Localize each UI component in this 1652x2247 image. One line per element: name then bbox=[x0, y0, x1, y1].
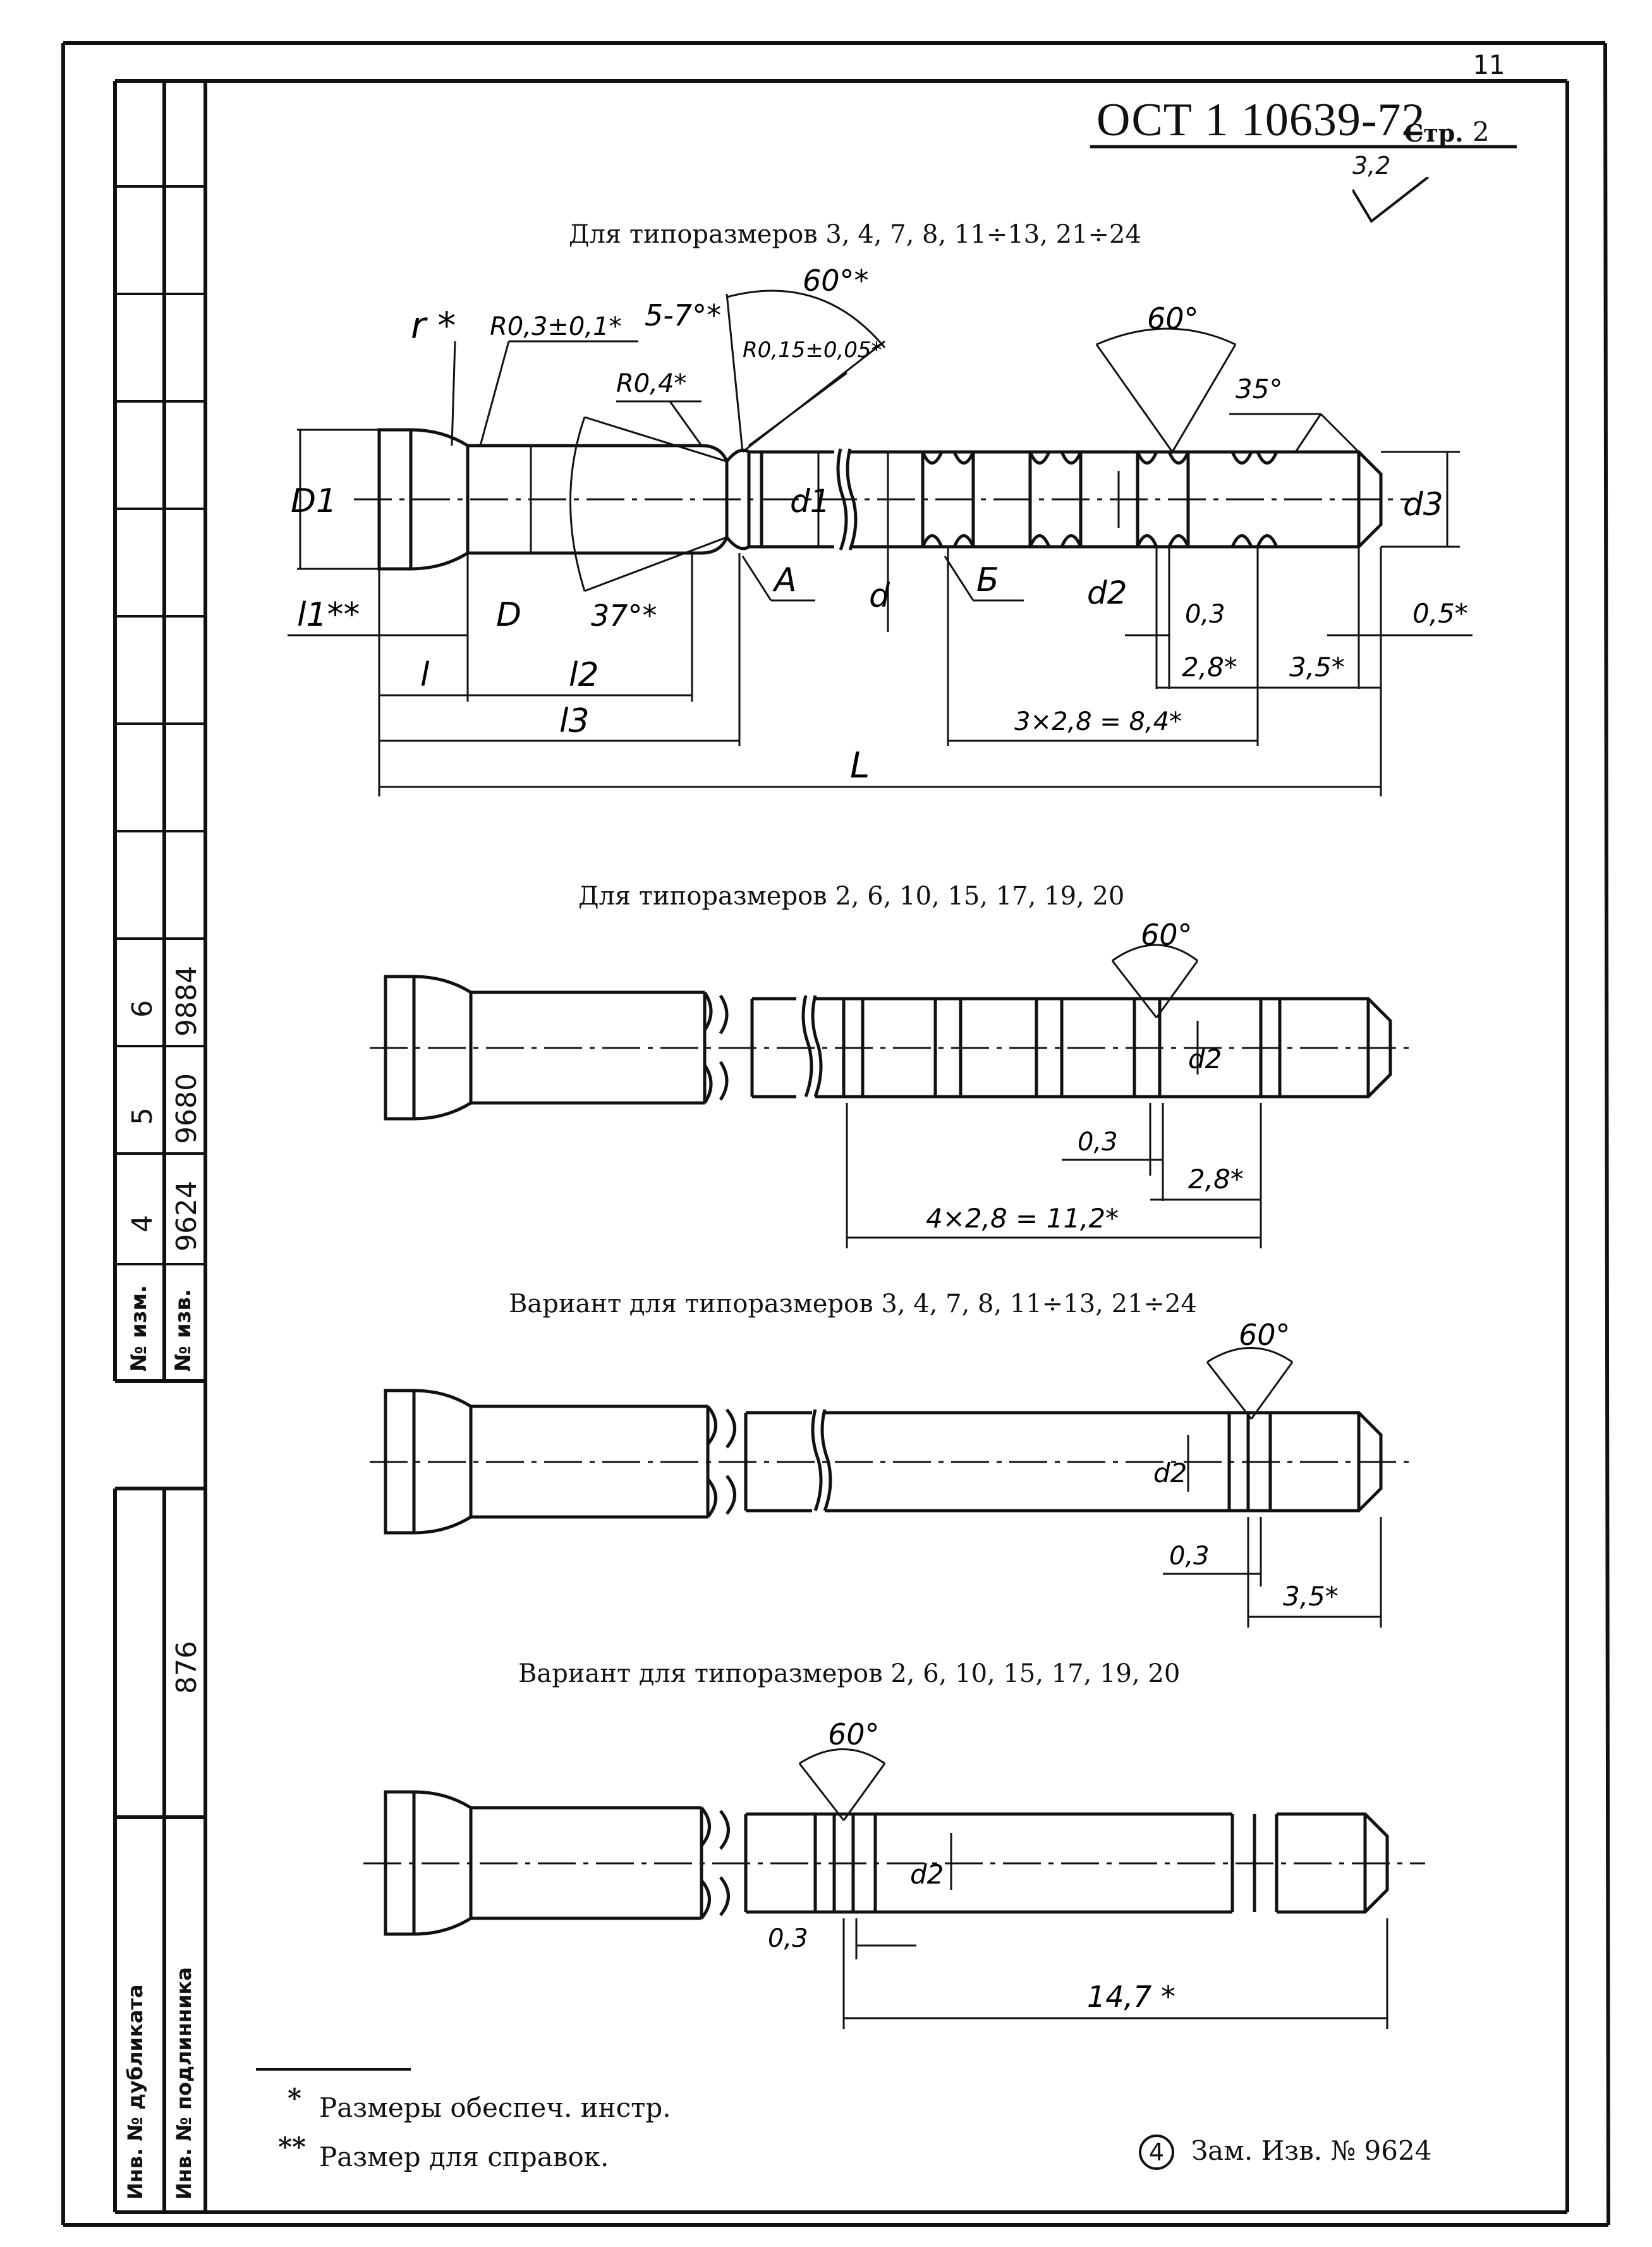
notes-separator bbox=[256, 2068, 411, 2071]
roughness-symbol-icon bbox=[1352, 177, 1430, 223]
label-d: d bbox=[869, 577, 890, 615]
label-r04: R0,4* bbox=[616, 369, 686, 398]
label-r03: R0,3±0,1* bbox=[490, 312, 622, 341]
label-l1: l1** bbox=[297, 596, 360, 634]
label-dim-8-4: 3×2,8 = 8,4* bbox=[1014, 707, 1182, 736]
label-angle-60-top: 60°* bbox=[803, 264, 869, 298]
label-d2: d2 bbox=[1087, 575, 1127, 611]
note-reference-dimension: Размер для справок. bbox=[319, 2141, 609, 2172]
note-tool-dimensions: Размеры обеспеч. инстр. bbox=[319, 2092, 671, 2123]
label-l2: l2 bbox=[569, 656, 599, 694]
label-dim-3-5-d1: 3,5* bbox=[1289, 652, 1345, 683]
d2-label-dim-2-8: 2,8* bbox=[1188, 1164, 1244, 1195]
label-l3: l3 bbox=[559, 702, 590, 740]
label-D: D bbox=[496, 596, 521, 634]
d2-label-dim-0-3: 0,3 bbox=[1078, 1128, 1118, 1157]
note-star-2: ** bbox=[278, 2131, 306, 2162]
caption-drawing-2: Для типоразмеров 2, 6, 10, 15, 17, 19, 2… bbox=[578, 882, 1125, 911]
d4-label-d2: d2 bbox=[910, 1859, 944, 1890]
d3-label-angle-60: 60° bbox=[1239, 1318, 1291, 1352]
d2-label-angle-60: 60° bbox=[1141, 918, 1193, 952]
label-angle-37: 37°* bbox=[591, 599, 657, 633]
label-r015: R0,15±0,05* bbox=[743, 338, 882, 363]
roughness-value: 3,2 bbox=[1352, 152, 1391, 180]
note-star-1: * bbox=[288, 2083, 301, 2114]
change-notice-text: Зам. Изв. № 9624 bbox=[1191, 2135, 1432, 2166]
label-A: А bbox=[772, 561, 797, 599]
caption-drawing-4: Вариант для типоразмеров 2, 6, 10, 15, 1… bbox=[518, 1659, 1181, 1688]
label-B: Б bbox=[976, 561, 999, 599]
document-code: ОСТ 1 10639-72 bbox=[1096, 94, 1426, 146]
page-number: 2 bbox=[1473, 116, 1490, 147]
d3-label-dim-0-3: 0,3 bbox=[1169, 1542, 1210, 1571]
page-label: Стр. bbox=[1404, 119, 1464, 147]
label-D1: D1 bbox=[291, 482, 337, 520]
d3-label-d2: d2 bbox=[1153, 1458, 1187, 1489]
d2-label-d2: d2 bbox=[1188, 1044, 1222, 1075]
label-d3: d3 bbox=[1403, 486, 1443, 523]
label-angle-60: 60° bbox=[1147, 301, 1199, 336]
d3-label-dim-3-5: 3,5* bbox=[1283, 1581, 1339, 1612]
label-dim-0-3-d1: 0,3 bbox=[1185, 600, 1225, 629]
caption-drawing-3: Вариант для типоразмеров 3, 4, 7, 8, 11÷… bbox=[509, 1289, 1197, 1318]
label-dim-2-8-d1: 2,8* bbox=[1182, 652, 1237, 683]
label-d1: d1 bbox=[790, 483, 830, 520]
label-dim-0-5: 0,5* bbox=[1412, 598, 1468, 629]
d4-label-dim-14-7: 14,7 * bbox=[1087, 1980, 1175, 2014]
sheet-number: 11 bbox=[1473, 49, 1505, 80]
d4-label-angle-60: 60° bbox=[828, 1717, 880, 1751]
caption-drawing-1: Для типоразмеров 3, 4, 7, 8, 11÷13, 21÷2… bbox=[569, 220, 1141, 249]
label-r: r * bbox=[411, 304, 456, 347]
label-L: L bbox=[850, 745, 870, 786]
label-angle-35: 35° bbox=[1236, 374, 1282, 405]
d2-label-dim-11-2: 4×2,8 = 11,2* bbox=[926, 1203, 1119, 1234]
label-angle-5-7: 5-7°* bbox=[645, 298, 721, 332]
d4-label-dim-0-3: 0,3 bbox=[768, 1924, 808, 1953]
label-l: l bbox=[420, 656, 430, 694]
change-circle-number: 4 bbox=[1139, 2134, 1174, 2170]
frame-right bbox=[1603, 42, 1610, 2226]
